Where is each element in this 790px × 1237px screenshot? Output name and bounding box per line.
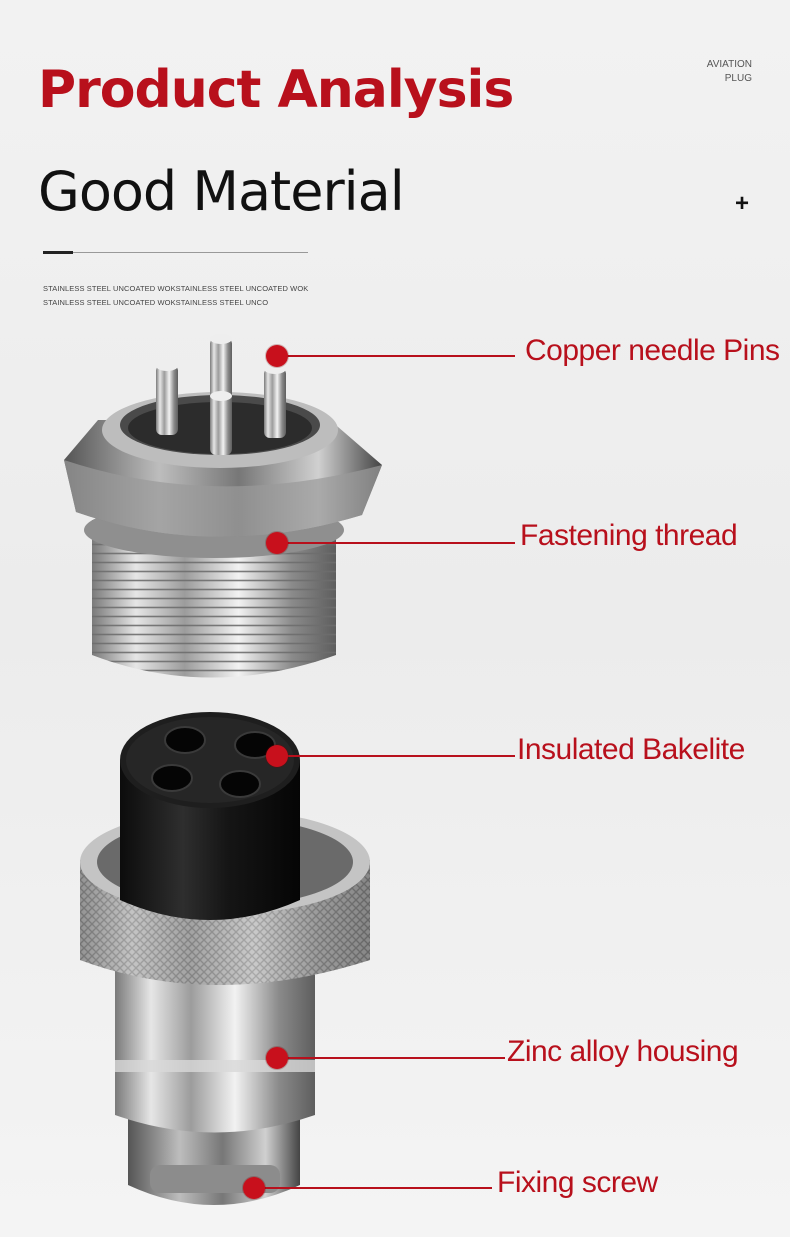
section-subtitle: Good Material xyxy=(38,160,405,223)
tag-line-1: AVIATION xyxy=(706,59,752,70)
callout-line-bakelite xyxy=(285,755,515,757)
callout-label-bakelite: Insulated Bakelite xyxy=(517,733,745,766)
caption-line-1: STAINLESS STEEL UNCOATED WOKSTAINLESS ST… xyxy=(43,284,309,293)
callout-dot-thread xyxy=(266,532,288,554)
callout-dot-housing xyxy=(266,1047,288,1069)
aviation-plug-tag: AVIATION PLUG xyxy=(707,58,752,86)
callout-dot-screw xyxy=(243,1177,265,1199)
callout-dot-pins xyxy=(266,345,288,367)
tag-line-2: PLUG xyxy=(724,73,752,84)
divider-line xyxy=(43,252,308,253)
callout-label-thread: Fastening thread xyxy=(520,519,738,552)
callout-label-screw: Fixing screw xyxy=(497,1166,658,1199)
callout-line-pins xyxy=(285,355,515,357)
plus-icon: + xyxy=(735,190,750,217)
callout-line-screw xyxy=(262,1187,492,1189)
callout-line-thread xyxy=(285,542,515,544)
cable-plug xyxy=(80,712,370,1205)
callout-label-pins: Copper needle Pins xyxy=(525,334,780,367)
panel-socket xyxy=(64,334,382,678)
divider-accent xyxy=(43,251,73,254)
callout-label-housing: Zinc alloy housing xyxy=(507,1035,739,1068)
page-title: Product Analysis xyxy=(38,60,514,120)
callout-dot-bakelite xyxy=(266,745,288,767)
callout-line-housing xyxy=(285,1057,505,1059)
material-caption: STAINLESS STEEL UNCOATED WOKSTAINLESS ST… xyxy=(43,282,333,310)
caption-line-2: STAINLESS STEEL UNCOATED WOKSTAINLESS ST… xyxy=(43,298,269,307)
